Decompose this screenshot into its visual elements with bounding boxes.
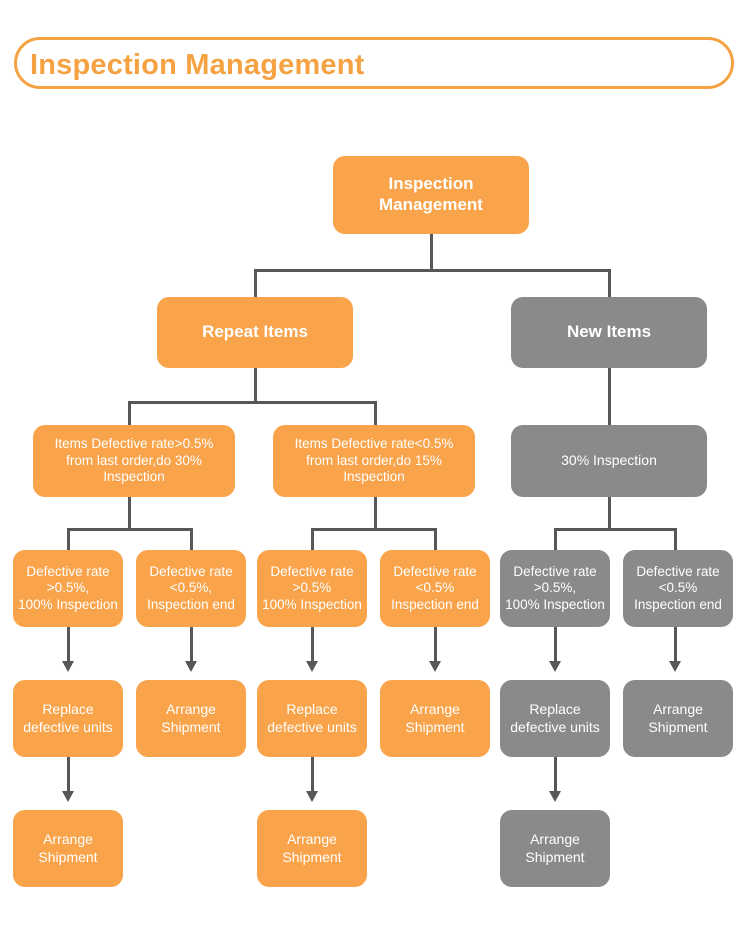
connector-to-r2-lo	[434, 528, 437, 550]
arrow-stem-r1-hi	[67, 627, 70, 664]
node-new-items[interactable]: New Items	[511, 297, 707, 368]
arrow-stem-r2-hi	[311, 627, 314, 664]
arrow-stem-n-hi	[554, 627, 557, 664]
node-new-high-100-inspection[interactable]: Defective rate >0.5%, 100% Inspection	[500, 550, 610, 627]
node-new-low-inspection-end[interactable]: Defective rate <0.5% Inspection end	[623, 550, 733, 627]
connector-to-new-items	[608, 269, 611, 297]
node-repeat-items[interactable]: Repeat Items	[157, 297, 353, 368]
connector-to-n-hi	[554, 528, 557, 550]
connector-repeat-stem	[254, 368, 257, 404]
connector-new-to-inspection	[608, 368, 611, 425]
node-r2-final-arrange-shipment[interactable]: Arrange Shipment	[257, 810, 367, 887]
node-r1-arrange-shipment[interactable]: Arrange Shipment	[136, 680, 246, 757]
node-r2-low-inspection-end[interactable]: Defective rate <0.5% Inspection end	[380, 550, 490, 627]
arrow-head-n-hi	[549, 661, 561, 672]
arrow-head-r2-hi	[306, 661, 318, 672]
arrow-stem-r2-ship	[311, 757, 314, 794]
connector-to-n-lo	[674, 528, 677, 550]
connector-to-r1-hi	[67, 528, 70, 550]
arrow-head-n-lo	[669, 661, 681, 672]
node-inspection-management[interactable]: Inspection Management	[333, 156, 529, 234]
connector-replo-stem	[374, 497, 377, 531]
node-r2-replace-defective-units[interactable]: Replace defective units	[257, 680, 367, 757]
connector-to-repeat-high	[128, 401, 131, 425]
node-new-final-arrange-shipment[interactable]: Arrange Shipment	[500, 810, 610, 887]
connector-replo-bar	[311, 528, 437, 531]
connector-repeat-bar	[128, 401, 377, 404]
node-r2-high-100-inspection[interactable]: Defective rate >0.5% 100% Inspection	[257, 550, 367, 627]
node-r1-high-100-inspection[interactable]: Defective rate >0.5%, 100% Inspection	[13, 550, 123, 627]
connector-to-repeat-items	[254, 269, 257, 297]
connector-rephi-bar	[67, 528, 193, 531]
arrow-stem-r2-lo	[434, 627, 437, 664]
arrow-head-r1-ship	[62, 791, 74, 802]
arrow-stem-n-ship	[554, 757, 557, 794]
arrow-head-r1-hi	[62, 661, 74, 672]
arrow-head-n-ship	[549, 791, 561, 802]
node-r2-arrange-shipment[interactable]: Arrange Shipment	[380, 680, 490, 757]
arrow-head-r1-lo	[185, 661, 197, 672]
connector-to-r1-lo	[190, 528, 193, 550]
header-banner	[14, 37, 734, 89]
node-r1-replace-defective-units[interactable]: Replace defective units	[13, 680, 123, 757]
node-r1-low-inspection-end[interactable]: Defective rate <0.5%, Inspection end	[136, 550, 246, 627]
connector-to-repeat-low	[374, 401, 377, 425]
page-title: Inspection Management	[30, 49, 365, 81]
arrow-head-r2-ship	[306, 791, 318, 802]
connector-rephi-stem	[128, 497, 131, 531]
arrow-stem-r1-ship	[67, 757, 70, 794]
node-new-replace-defective-units[interactable]: Replace defective units	[500, 680, 610, 757]
connector-to-r2-hi	[311, 528, 314, 550]
connector-root-stem	[430, 234, 433, 272]
arrow-stem-r1-lo	[190, 627, 193, 664]
connector-new30-bar	[554, 528, 677, 531]
node-repeat-high-defect[interactable]: Items Defective rate>0.5% from last orde…	[33, 425, 235, 497]
node-new-arrange-shipment[interactable]: Arrange Shipment	[623, 680, 733, 757]
arrow-stem-n-lo	[674, 627, 677, 664]
arrow-head-r2-lo	[429, 661, 441, 672]
connector-level1-bar	[254, 269, 611, 272]
node-new-30-inspection[interactable]: 30% Inspection	[511, 425, 707, 497]
node-repeat-low-defect[interactable]: Items Defective rate<0.5% from last orde…	[273, 425, 475, 497]
connector-new30-stem	[608, 497, 611, 531]
node-r1-final-arrange-shipment[interactable]: Arrange Shipment	[13, 810, 123, 887]
